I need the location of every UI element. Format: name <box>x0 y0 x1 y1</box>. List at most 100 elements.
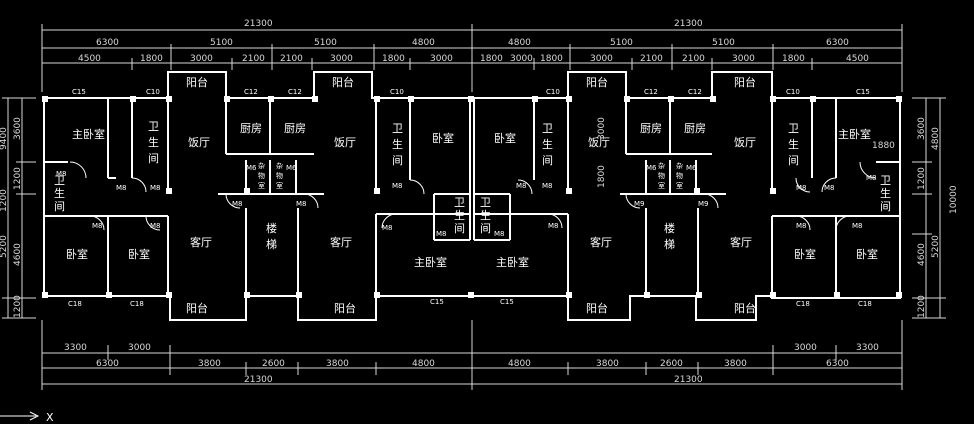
room-bath-4b: 生 <box>788 137 799 151</box>
tag-m6-3: M6 <box>646 164 657 172</box>
room-dining-2: 饭厅 <box>334 136 356 149</box>
dim-top3-9: 1800 <box>480 54 503 64</box>
dim-left-outer-3: 5200 <box>0 235 9 258</box>
room-bath-1c: 间 <box>148 152 159 165</box>
dim-top3-7: 1800 <box>382 54 405 64</box>
dim-left-outer-1: 9400 <box>0 127 9 150</box>
dimension-lines-bottom <box>41 320 903 390</box>
room-stair-2b: 梯 <box>664 238 675 251</box>
tag-m8-17: M8 <box>852 222 863 230</box>
tag-m8-18: M8 <box>866 174 877 182</box>
dim-top2-3: 5100 <box>314 38 337 48</box>
dim-bot-overall-1: 21300 <box>244 375 273 385</box>
tag-c18-1: C18 <box>68 300 82 308</box>
storage-2c: 室 <box>276 181 283 190</box>
balcony-top-3: 阳台 <box>586 75 608 89</box>
dim-top-overall-1: 21300 <box>244 19 273 29</box>
room-bath-1a: 卫 <box>148 120 159 133</box>
dim-top3-8: 3000 <box>430 54 453 64</box>
dim-top3-11: 1800 <box>540 54 563 64</box>
tag-m8-12: M8 <box>548 222 559 230</box>
room-bedroom-3: 卧室 <box>794 247 816 261</box>
tag-c15-3: C15 <box>430 298 444 306</box>
dim-bot-overall-2: 21300 <box>674 375 703 385</box>
room-bath-2a: 卫 <box>392 122 403 135</box>
room-kitchen-2: 厨房 <box>284 122 306 135</box>
room-kitchen-3: 厨房 <box>640 122 662 135</box>
dim-top2-5: 4800 <box>508 38 531 48</box>
dim-left-outer-2: 1200 <box>0 189 9 212</box>
dim-left-inner-2: 1200 <box>13 167 23 190</box>
dim-top3-15: 3000 <box>732 54 755 64</box>
ucs-axis-indicator: X <box>0 411 54 424</box>
dim-bot2-9: 3800 <box>724 359 747 369</box>
dim-top3-4: 2100 <box>242 54 265 64</box>
room-bath-3c: 间 <box>542 154 553 167</box>
storage-1a: 杂 <box>258 162 265 170</box>
dimension-lines-sides <box>2 97 946 319</box>
dim-top3-16: 1800 <box>782 54 805 64</box>
dim-bot2-5: 4800 <box>412 359 435 369</box>
dim-top2-6: 5100 <box>610 38 633 48</box>
tag-c10-2: C10 <box>390 88 404 96</box>
dim-right-inner-2: 1200 <box>917 167 927 190</box>
tag-c12-1: C12 <box>244 88 258 96</box>
room-bedroom-4: 卧室 <box>856 247 878 261</box>
dim-left-inner-1: 3600 <box>13 117 23 140</box>
dim-bot2-7: 3800 <box>596 359 619 369</box>
storage-4b: 物 <box>676 171 683 180</box>
tag-m8-2: M8 <box>150 184 161 192</box>
tag-c12-4: C12 <box>688 88 702 96</box>
dim-top2-2: 5100 <box>210 38 233 48</box>
room-master-bedroom-3: 主卧室 <box>414 255 447 269</box>
dim-top3-6: 3000 <box>330 54 353 64</box>
room-bath-6b: 生 <box>880 186 891 200</box>
tag-c15-1: C15 <box>72 88 86 96</box>
structural-columns <box>42 96 902 298</box>
room-stair-1a: 楼 <box>266 221 277 235</box>
dim-right-inner-3: 4600 <box>917 243 927 266</box>
dim-bot2-4: 3800 <box>326 359 349 369</box>
tag-m8-6: M8 <box>296 200 307 208</box>
dimension-texts: 21300 21300 6300 5100 5100 4800 4800 510… <box>0 19 959 385</box>
dim-right-outer-2: 10000 <box>949 185 959 214</box>
dim-top2-8: 6300 <box>826 38 849 48</box>
balcony-top-4: 阳台 <box>734 75 756 89</box>
dim-top2-4: 4800 <box>412 38 435 48</box>
room-bath-4a: 卫 <box>788 122 799 135</box>
interior-walls[interactable] <box>44 98 900 296</box>
tag-m6-2: M6 <box>286 164 297 172</box>
room-bath-3a: 卫 <box>542 122 553 135</box>
tag-c12-2: C12 <box>288 88 302 96</box>
storage-3c: 室 <box>658 181 665 190</box>
room-bath-2c: 间 <box>392 154 403 167</box>
room-master-bedroom-4: 主卧室 <box>496 255 529 269</box>
room-master-bedroom-2: 主卧室 <box>838 127 871 141</box>
tag-m8-1: M8 <box>116 184 127 192</box>
dim-top3-5: 2100 <box>280 54 303 64</box>
balcony-bottom-4: 阳台 <box>734 301 756 315</box>
dim-top3-14: 2100 <box>682 54 705 64</box>
room-dining-3: 饭厅 <box>588 136 610 149</box>
tag-c15-4: C15 <box>500 298 514 306</box>
dim-top3-13: 2100 <box>640 54 663 64</box>
room-bedroom-2: 卧室 <box>128 247 150 261</box>
tag-c15-2: C15 <box>856 88 870 96</box>
tag-m8-4: M8 <box>150 222 161 230</box>
tag-m8-3: M8 <box>92 222 103 230</box>
room-bath-7a: 卫 <box>454 196 465 209</box>
dim-top3-2: 1800 <box>140 54 163 64</box>
storage-4c: 室 <box>676 181 683 190</box>
dimension-lines-top <box>41 24 903 92</box>
dim-note-1880: 1880 <box>872 141 895 151</box>
tag-m8-8: M8 <box>382 224 393 232</box>
dim-bot2-1: 6300 <box>96 359 119 369</box>
storage-1b: 物 <box>258 171 265 180</box>
tag-m8-15: M8 <box>824 184 835 192</box>
axis-x-label: X <box>46 411 54 424</box>
tag-m8-14: M8 <box>796 184 807 192</box>
storage-4a: 杂 <box>676 162 683 170</box>
tag-c10-1: C10 <box>146 88 160 96</box>
